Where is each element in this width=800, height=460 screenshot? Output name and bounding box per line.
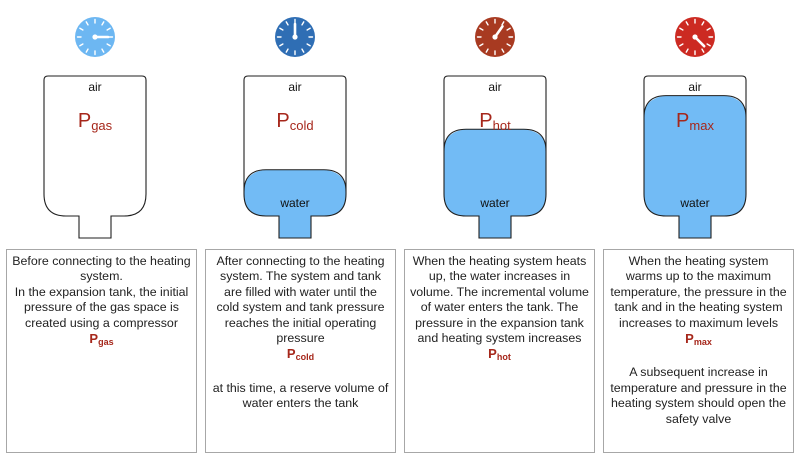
air-label: air	[288, 80, 301, 94]
air-label: air	[488, 80, 501, 94]
description-text: A subsequent increase in temperature and…	[610, 365, 787, 426]
pressure-label-cold: Pcold	[276, 110, 313, 133]
description-text: Before connecting to the heating system.	[12, 254, 191, 284]
water-label: water	[279, 196, 309, 210]
pressure-gauge-icon	[75, 17, 115, 57]
stage-description-cold: After connecting to the heating system. …	[205, 249, 396, 453]
tank-outline	[443, 75, 547, 239]
tank-outline	[243, 75, 347, 239]
spacer	[211, 366, 390, 381]
water-label: water	[479, 196, 509, 210]
water-label: water	[679, 196, 709, 210]
air-label: air	[88, 80, 101, 94]
water-fill	[444, 129, 546, 238]
pressure-symbol: Pgas	[89, 331, 114, 348]
tank-outline	[43, 75, 147, 239]
tank-illustrations: airPgasairPcoldwaterairPhotwaterairPmaxw…	[43, 17, 747, 239]
stage-description-max: When the heating system warms up to the …	[603, 249, 794, 453]
pressure-symbol: Pcold	[286, 346, 315, 363]
description-text: After connecting to the heating system. …	[216, 254, 385, 346]
description-text: In the expansion tank, the initial press…	[14, 284, 189, 330]
air-label: air	[688, 80, 701, 94]
description-text: When the heating system heats up, the wa…	[410, 254, 589, 346]
tank-body	[44, 76, 146, 238]
pressure-gauge-icon	[675, 17, 715, 57]
pressure-label-max: Pmax	[676, 110, 714, 133]
description-text: at this time, a reserve volume of water …	[212, 380, 389, 411]
pressure-symbol: Pmax	[685, 331, 712, 348]
description-text: When the heating system warms up to the …	[610, 254, 787, 330]
pressure-symbol: Phot	[488, 346, 511, 363]
pressure-label-gas: Pgas	[78, 110, 113, 133]
pressure-gauge-icon	[475, 17, 515, 57]
tank-outline	[643, 75, 747, 239]
pressure-gauge-icon	[275, 17, 315, 57]
pressure-label-hot: Phot	[479, 110, 511, 133]
stage-description-hot: When the heating system heats up, the wa…	[404, 249, 595, 453]
stage-description-gas: Before connecting to the heating system.…	[6, 249, 197, 453]
spacer	[609, 350, 788, 365]
